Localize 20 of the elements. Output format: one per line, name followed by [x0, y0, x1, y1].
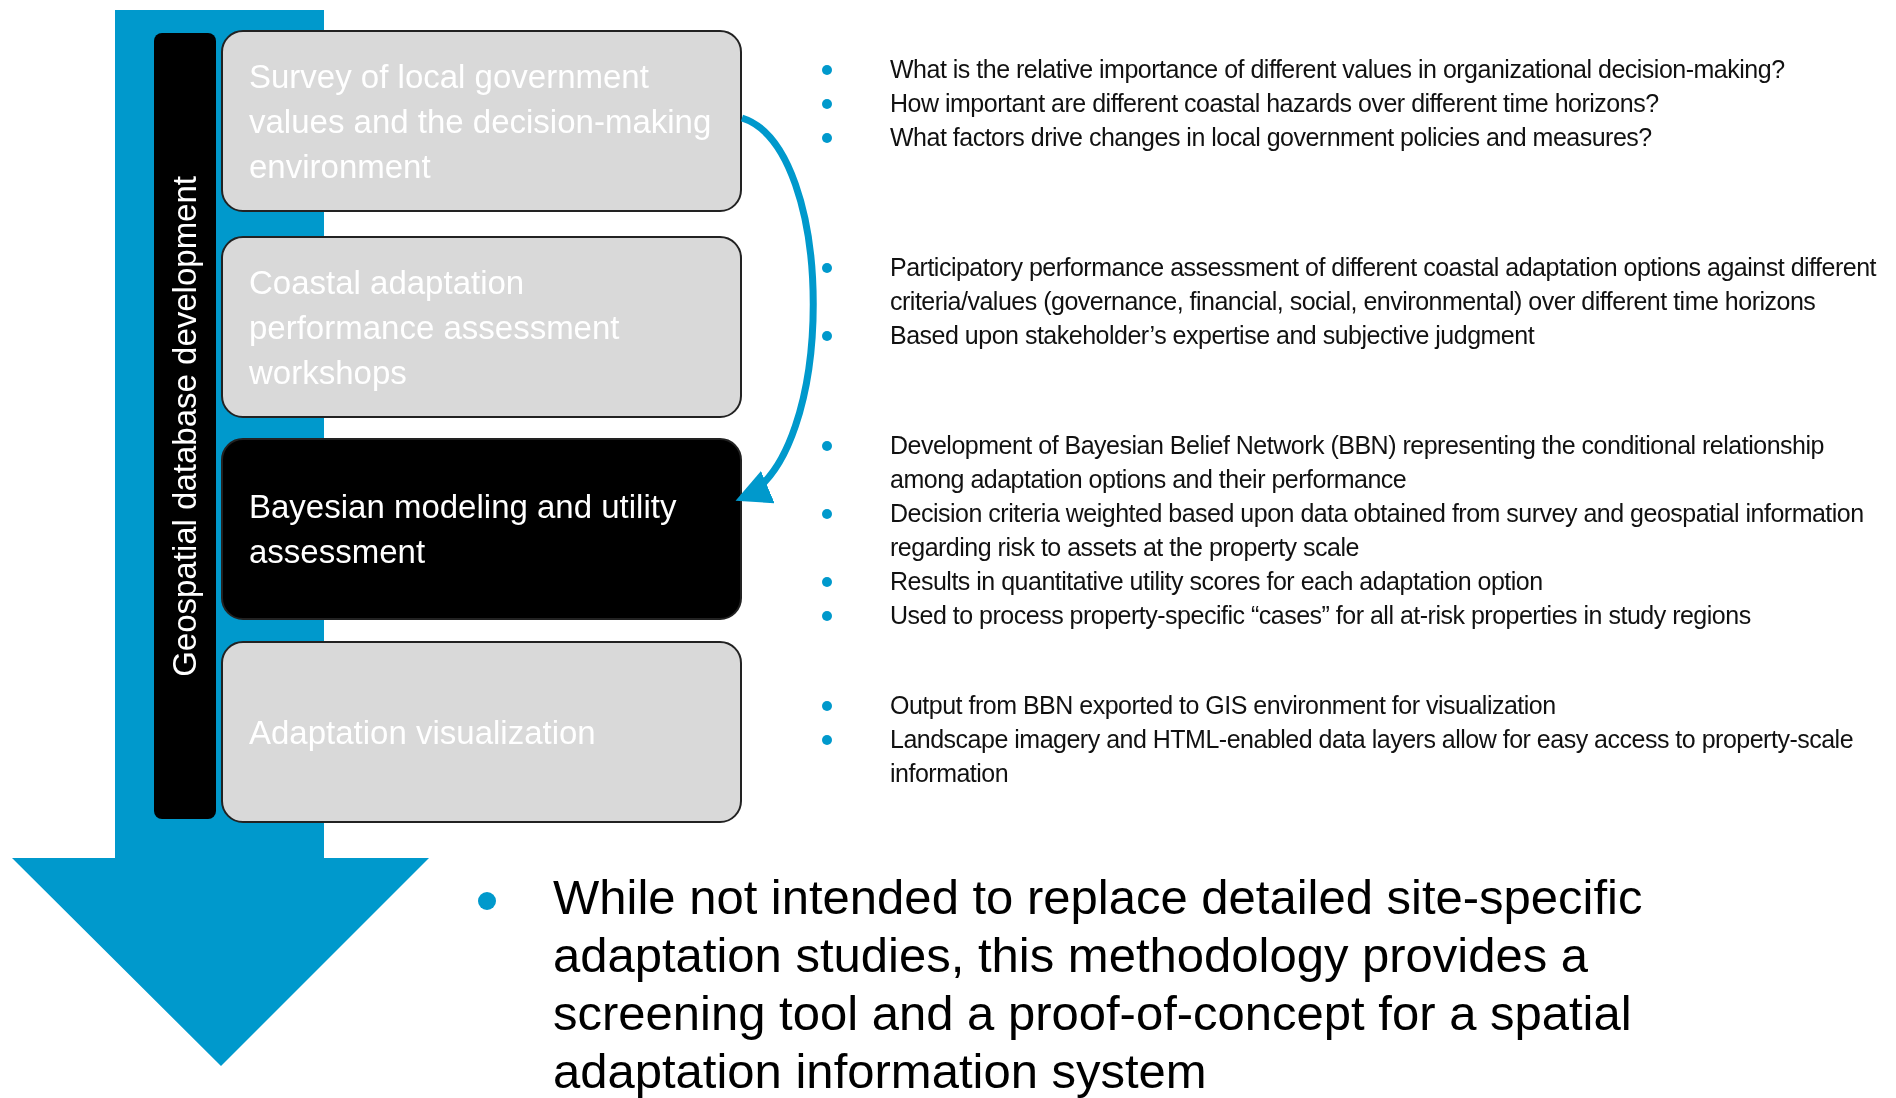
bullet-text: What is the relative importance of different values in organizational decision-making?: [822, 52, 1882, 86]
bullet-text: Used to process property-specific “cases” for all at-risk properties in study regions: [822, 598, 1882, 632]
process-box: [221, 236, 742, 418]
bullet-text: What factors drive changes in local government policies and measures?: [822, 120, 1882, 154]
bullet-text: While not intended to replace detailed site-specific adaptation studies, this methodology provides a screening tool and a proof-of-concept for a spatial adaptation information system: [478, 868, 1778, 1098]
bullet-text: Based upon stakeholder’s expertise and subjective judgment: [822, 318, 1882, 352]
bullet-text: Output from BBN exported to GIS environment for visualization: [822, 688, 1882, 722]
box-label: Geospatial database development: [166, 175, 204, 677]
bullet-text: Landscape imagery and HTML-enabled data layers allow for easy access to property-scale information: [822, 722, 1882, 790]
bullet-text: Development of Bayesian Belief Network (BBN) representing the conditional relationship among adaptation options and their performance: [822, 428, 1882, 496]
bullet-text: Results in quantitative utility scores for each adaptation option: [822, 564, 1882, 598]
bullet-text: Participatory performance assessment of different coastal adaptation options against different criteria/values (governance, financial, social, environmental) over different time horizons: [822, 250, 1882, 318]
process-box: [221, 30, 742, 212]
bullet-text: How important are different coastal hazards over different time horizons?: [822, 86, 1882, 120]
bullet-text: Decision criteria weighted based upon data obtained from survey and geospatial information regarding risk to assets at the property scale: [822, 496, 1882, 564]
process-box: [221, 641, 742, 823]
box-label: Bayesian modeling and utility assessment: [249, 487, 678, 572]
process-box: [221, 438, 742, 620]
curved-arrow: [736, 115, 817, 503]
vertical-label-bar: [154, 33, 216, 819]
